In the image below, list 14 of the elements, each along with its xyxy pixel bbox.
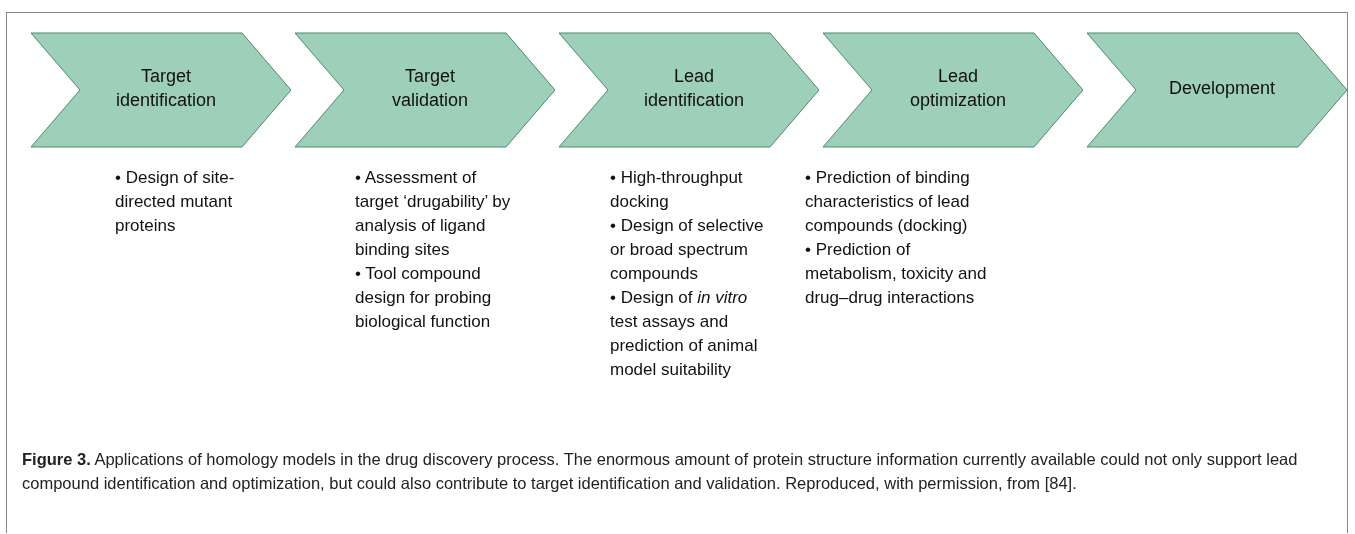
bullet-point: • Design of in vitro test assays and prediction of animal model suitability (610, 287, 759, 381)
bullet-point: • High-throughput docking (610, 167, 744, 213)
bullet-point: • Assessment of target ‘drugability’ by analysis of ligand binding sites (355, 167, 512, 261)
stage-label: Development (1167, 77, 1277, 100)
stage-label: Target validation (390, 65, 470, 112)
figure-caption: Figure 3. Applications of homology models in the drug discovery process. The enormous amount of protein structure information currently available could not only support lead compound identification and optimization, but could also contribute to target identification and validation. Reproduced, with permission, from [84]. (22, 448, 1299, 494)
stage-label: Target identification (114, 65, 218, 112)
bullet-point: • Prediction of binding characteristics of lead compounds (docking) (805, 167, 971, 237)
bullet-point: • Tool compound design for probing biological function (355, 263, 493, 333)
stage-label: Lead optimization (908, 65, 1007, 112)
stage-label: Lead identification (642, 65, 746, 112)
bullet-point: • Prediction of metabolism, toxicity and drug–drug interactions (805, 239, 988, 309)
bullet-point: • Design of site-directed mutant proteins (115, 167, 236, 237)
stage-chevron (1086, 32, 1348, 148)
